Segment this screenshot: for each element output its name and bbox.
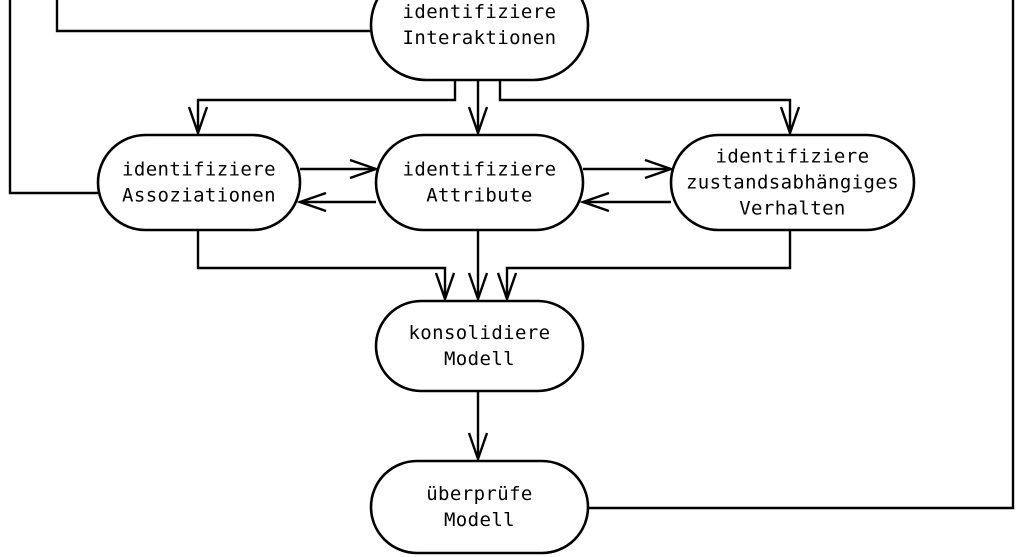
node-shape[interactable] — [96, 133, 302, 232]
node-label-line: überprüfe — [426, 483, 533, 505]
arrow-head-icon — [779, 106, 801, 137]
arrow-head-icon — [579, 191, 610, 213]
node-label-line: identifiziere — [716, 145, 870, 167]
edge-verhalten-to-attribute — [579, 191, 671, 213]
arrow-head-icon — [467, 106, 489, 137]
arrow-head-icon — [349, 158, 380, 180]
node-shape[interactable] — [374, 133, 585, 232]
node-shape[interactable] — [369, 0, 590, 82]
arrow-head-icon — [434, 272, 456, 303]
edge-interaktionen-to-attribute — [467, 80, 489, 137]
edge-path — [588, 0, 1015, 510]
node-label-line: Assoziationen — [122, 184, 276, 206]
edge-attribute-to-verhalten — [583, 158, 675, 180]
edges-layer — [8, 0, 1015, 510]
arrow-head-icon — [296, 191, 327, 213]
arrow-head-icon — [496, 272, 518, 303]
arrow-head-icon — [467, 432, 489, 463]
edge-path — [498, 80, 792, 131]
node-label-line: Modell — [444, 509, 515, 531]
edge-attribute-to-konsolidiere — [467, 230, 489, 303]
edge-ueberpruefe-modell-feedback-right — [588, 0, 1015, 510]
edge-path — [55, 0, 372, 33]
edge-verhalten-to-konsolidiere — [496, 230, 792, 303]
node-label-line: Attribute — [426, 184, 533, 206]
arrow-head-icon — [187, 106, 209, 137]
arrow-head-icon — [467, 272, 489, 303]
node-label-line: identifiziere — [403, 158, 557, 180]
edge-offscreen-left-feedback-to-assoziationen — [8, 0, 99, 195]
edge-interaktionen-to-assoziationen — [187, 80, 457, 137]
node-label-line: zustandsabhängiges — [686, 171, 899, 193]
edge-path — [196, 230, 447, 297]
edge-assoziationen-to-attribute — [300, 158, 380, 180]
arrow-head-icon — [644, 158, 675, 180]
edge-path — [505, 230, 792, 297]
node-shape[interactable] — [669, 133, 916, 232]
edge-path — [196, 80, 457, 131]
node-shape[interactable] — [374, 299, 585, 393]
node-label-line: Interaktionen — [403, 27, 557, 49]
edge-assoziationen-to-konsolidiere — [196, 230, 456, 303]
node-label-line: identifiziere — [122, 158, 276, 180]
node-label-line: identifiziere — [403, 1, 557, 23]
edge-offscreen-top-to-interaktionen — [55, 0, 372, 33]
node-shape[interactable] — [369, 459, 590, 555]
edge-path — [8, 0, 99, 195]
node-label-line: Modell — [444, 348, 515, 370]
edge-interaktionen-to-verhalten — [498, 80, 801, 137]
edge-attribute-to-assoziationen — [296, 191, 376, 213]
node-label-line: Verhalten — [739, 197, 846, 219]
edge-konsolidiere-to-ueberpruefe — [467, 391, 489, 463]
node-label-line: konsolidiere — [408, 322, 550, 344]
